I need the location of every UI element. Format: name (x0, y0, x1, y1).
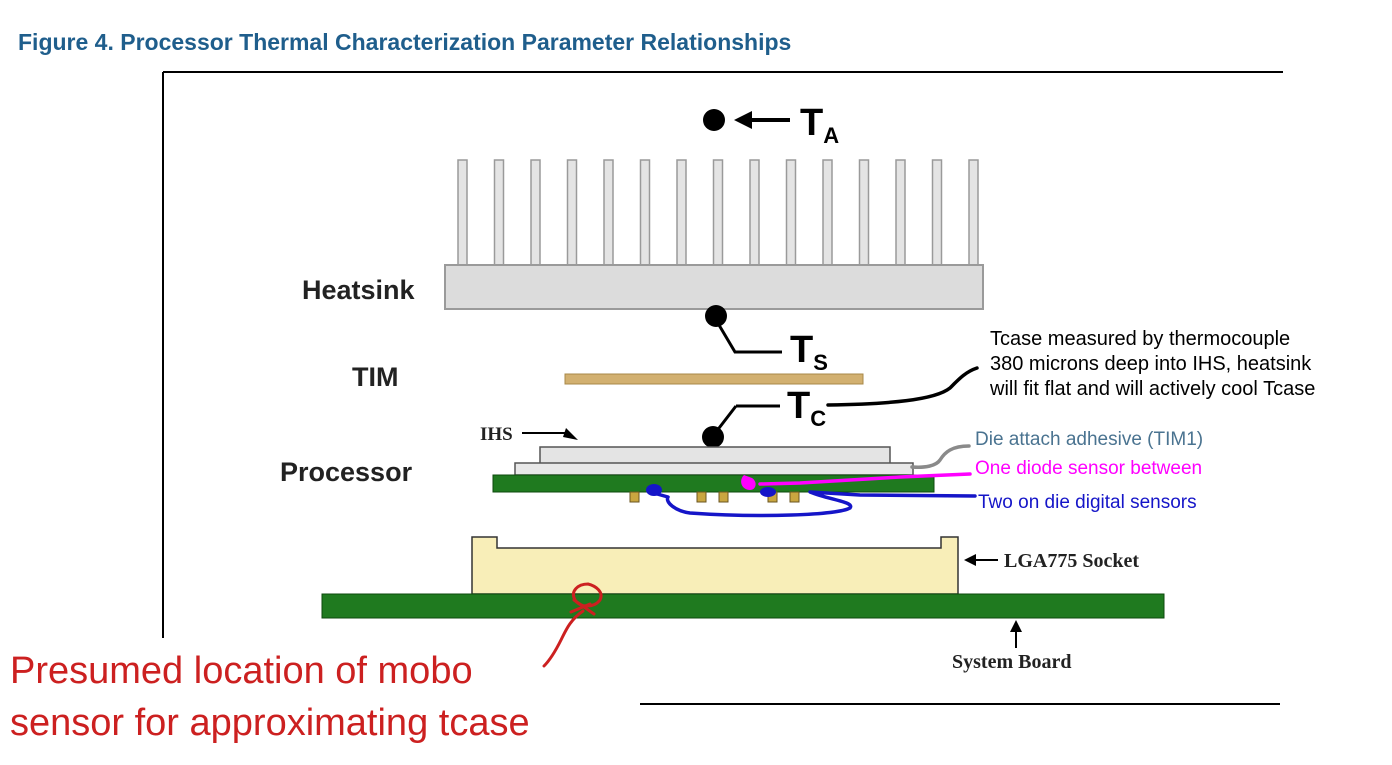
tim-label: TIM (352, 362, 399, 392)
figure-title: Figure 4. Processor Thermal Characteriza… (18, 29, 791, 55)
ihs-arrow (522, 428, 578, 440)
mobo-sensor-pointer (542, 598, 596, 668)
die-attach-note: Die attach adhesive (TIM1) (975, 429, 1203, 450)
svg-text:TS: TS (790, 329, 828, 375)
svg-text:TC: TC (787, 385, 826, 431)
ihs-label: IHS (480, 424, 513, 445)
land-pad (629, 491, 640, 503)
tcase-annotation-line (826, 366, 979, 407)
land-pad (718, 491, 729, 503)
processor-label: Processor (280, 457, 413, 487)
heatsink-fin (566, 159, 578, 266)
digital-sensor-mark (646, 484, 662, 496)
diode-sensor-note: One diode sensor between (975, 458, 1202, 479)
system-board-label: System Board (952, 651, 1071, 673)
processor-substrate (492, 474, 935, 493)
heatsink-fin (785, 159, 797, 266)
tim-layer (564, 373, 864, 385)
lga775-socket (471, 536, 959, 595)
heatsink-fin (712, 159, 724, 266)
tc-point: TC (702, 385, 826, 448)
heatsink-fins (457, 159, 979, 266)
heatsink-fin (639, 159, 651, 266)
system-board-arrow (1010, 620, 1022, 648)
tcase-note-line-3: will fit flat and will actively cool Tca… (989, 378, 1315, 400)
digital-sensors-note: Two on die digital sensors (978, 492, 1197, 513)
heatsink-fin (457, 159, 468, 266)
digital-sensor-mark (760, 487, 776, 497)
ts-point: TS (705, 305, 828, 375)
svg-text:TA: TA (800, 102, 839, 148)
socket-arrow (964, 554, 998, 566)
heatsink-fin (749, 159, 760, 266)
diode-sensor-mark (741, 475, 756, 490)
ts-label: T (790, 329, 813, 371)
heatsink-label: Heatsink (302, 275, 416, 305)
tc-subscript: C (810, 406, 826, 431)
heatsink-fin (822, 159, 833, 266)
mobo-note-line-2: sensor for approximating tcase (10, 702, 530, 744)
ta-subscript: A (823, 123, 839, 148)
heatsink-fin (493, 159, 505, 266)
diode-sensor-line (758, 472, 972, 486)
processor-package (492, 446, 935, 503)
tcase-note-line-1: Tcase measured by thermocouple (990, 328, 1290, 350)
ta-label: T (800, 102, 823, 144)
mobo-note-line-1: Presumed location of mobo (10, 650, 473, 692)
heatsink-fin (676, 159, 687, 266)
heatsink-fin (931, 159, 943, 266)
tcase-note-line-2: 380 microns deep into IHS, heatsink (990, 353, 1312, 375)
heatsink-fin (603, 159, 614, 266)
ihs-lip (514, 462, 914, 476)
diagram-frame (162, 71, 1283, 705)
heatsink-fin (530, 159, 541, 266)
socket-label: LGA775 Socket (1004, 550, 1139, 572)
ts-subscript: S (813, 350, 828, 375)
heatsink-base (444, 264, 984, 310)
die-attach-line (910, 444, 971, 469)
heatsink-fin (858, 159, 870, 266)
land-pad (789, 491, 800, 503)
land-pad (696, 491, 707, 503)
heatsink-fin (895, 159, 906, 266)
heatsink-fin (968, 159, 979, 266)
digital-sensors-line (648, 490, 977, 518)
ta-point: TA (703, 102, 839, 148)
system-board (321, 593, 1165, 619)
tc-label: T (787, 385, 810, 427)
